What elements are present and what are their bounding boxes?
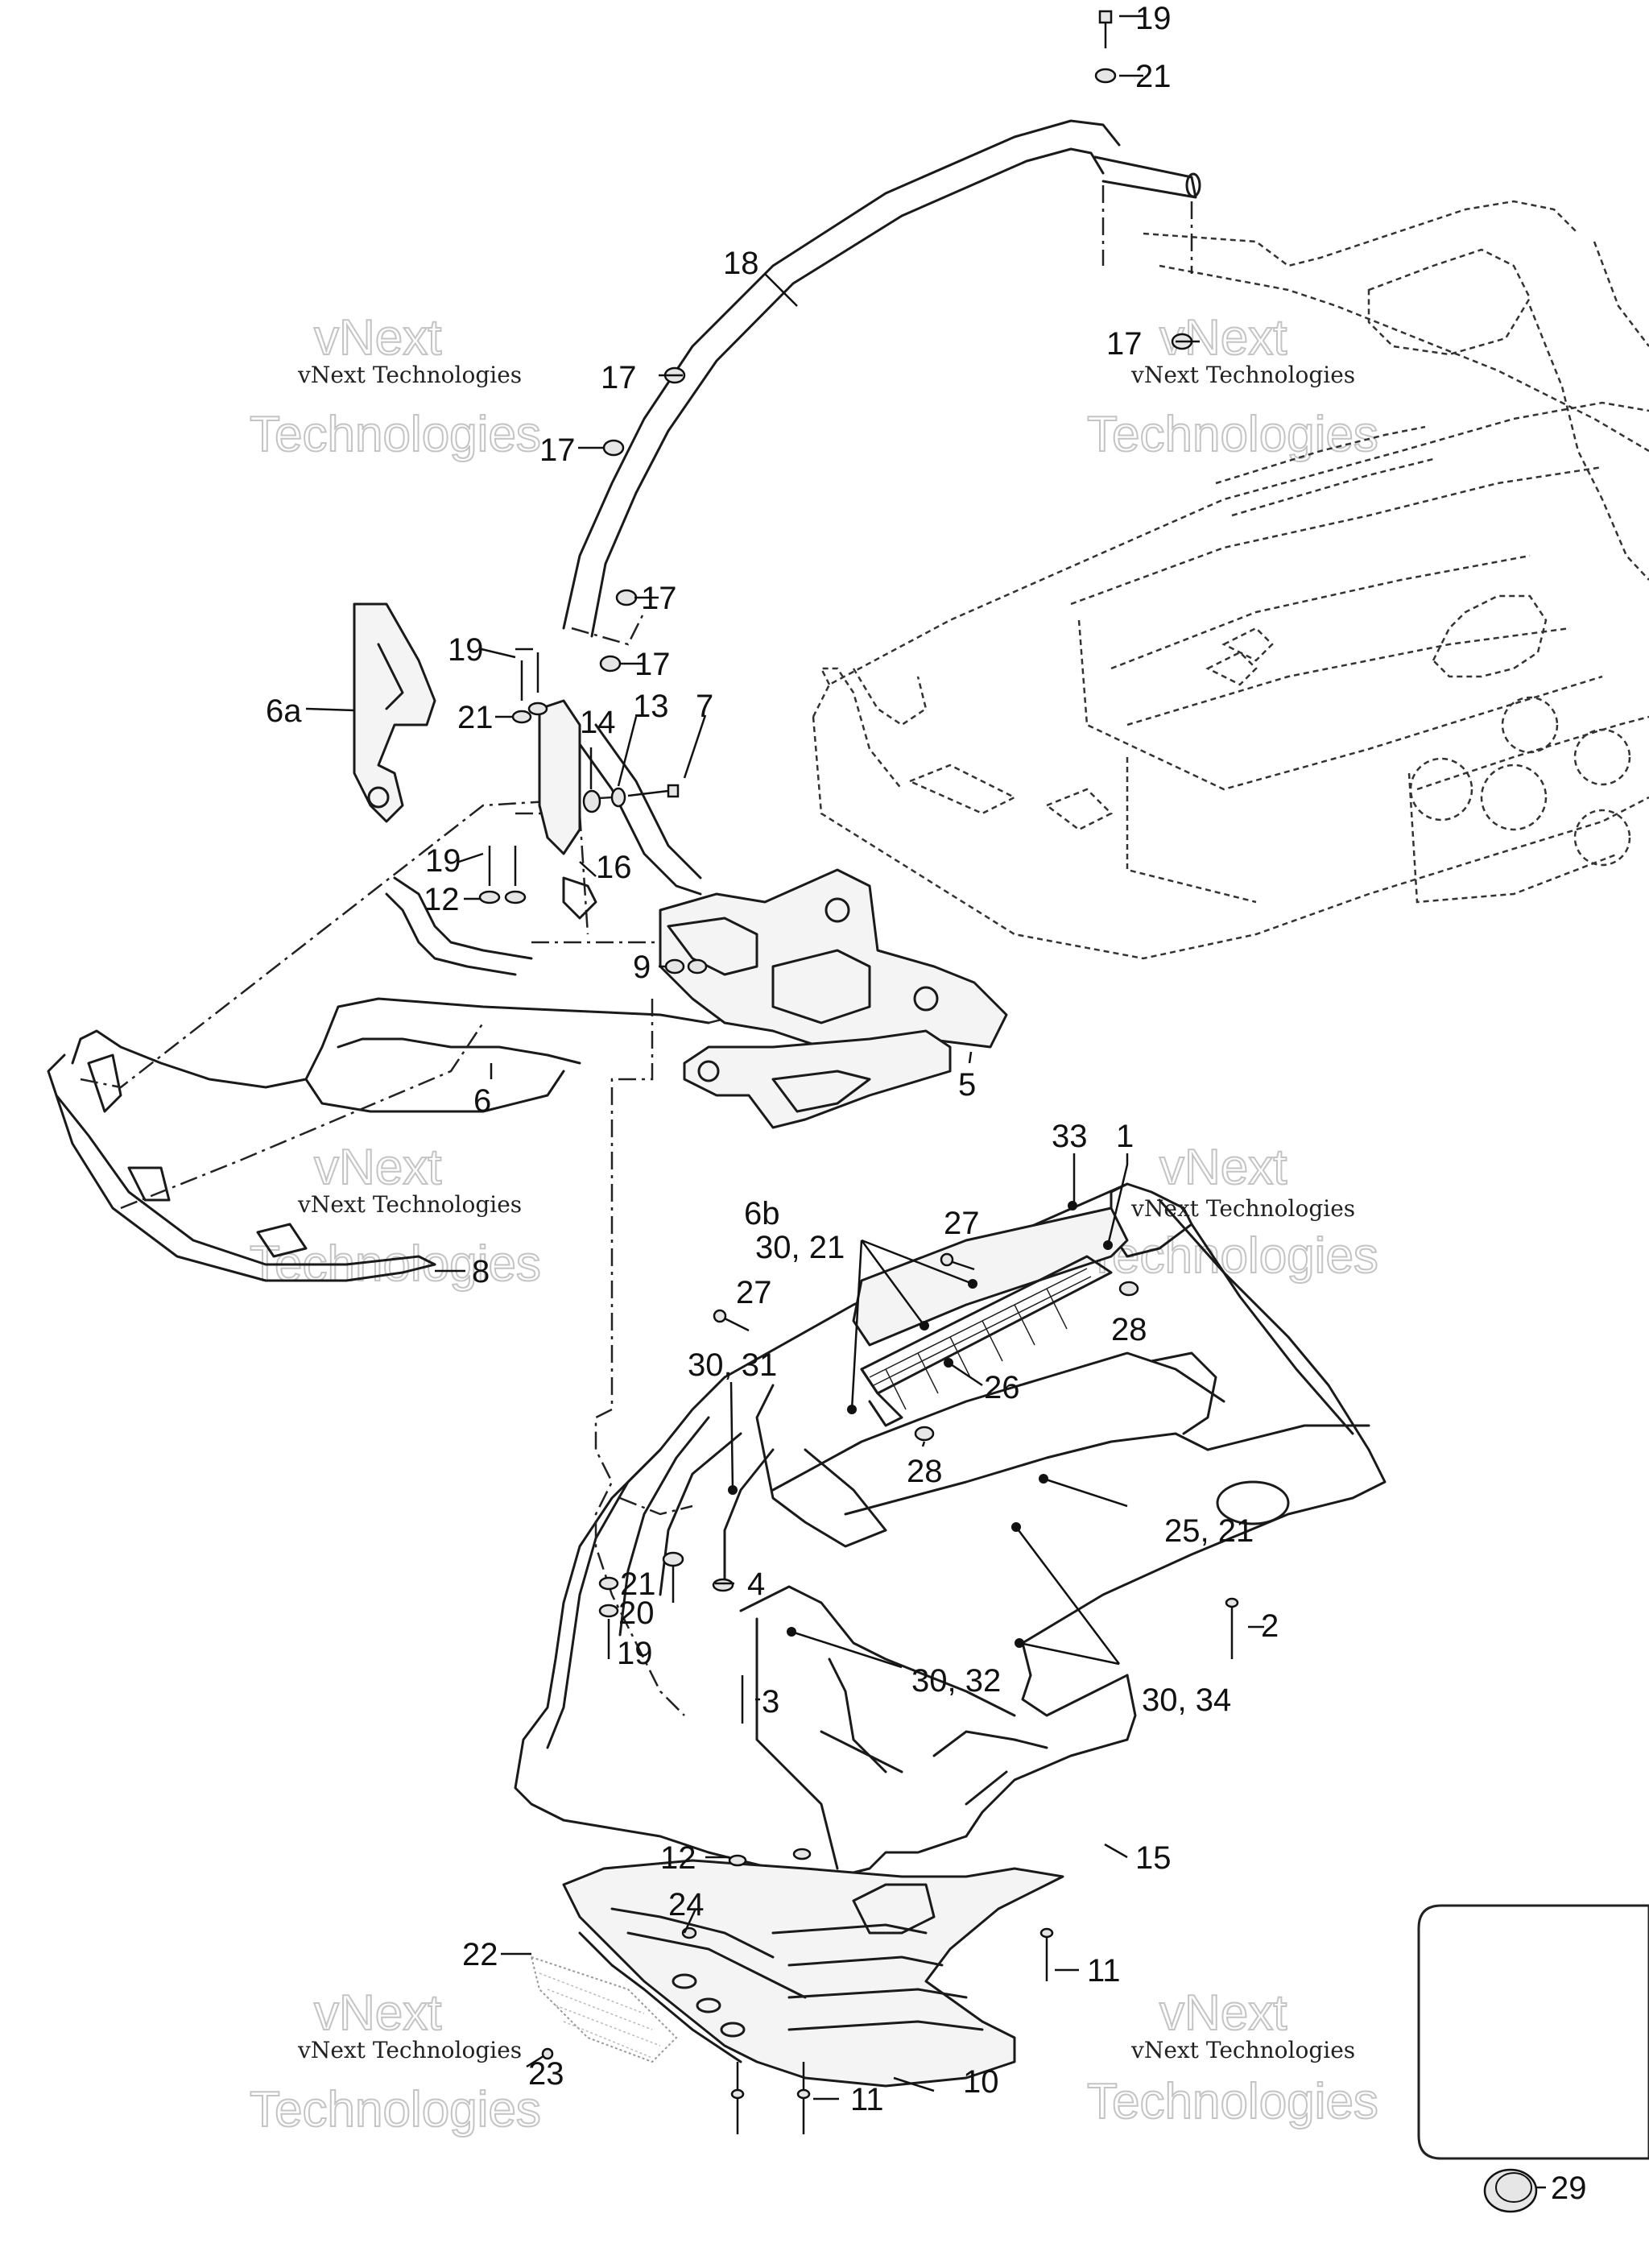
belly-pan-1 [514,999,1387,1878]
callout-11-a: 11 [1087,1953,1121,1989]
bumper-assembly [47,602,1008,1282]
svg-text:Technologies: Technologies [1087,407,1378,462]
svg-text:vNext: vNext [1159,1985,1287,2041]
callout-30-21: 30, 21 [755,1230,845,1265]
callout-15: 15 [1135,1840,1172,1876]
vent-mesh-26 [869,1268,1092,1410]
callout-18: 18 [723,246,759,281]
svg-text:vNext: vNext [314,310,441,366]
callout-13: 13 [633,689,669,724]
svg-text:vNext Technologies: vNext Technologies [297,2037,522,2063]
callout-14: 14 [580,705,616,740]
callout-19-b: 19 [425,843,461,879]
upper-tube-18 [562,119,1201,646]
callout-12-a: 12 [424,882,460,917]
callout-26: 26 [984,1370,1020,1405]
callout-20: 20 [618,1595,655,1631]
watermark-bottom-right: vNext Technologies vNext Technologies [1086,1984,1379,2130]
callout-17-b: 17 [539,432,576,468]
callout-33: 33 [1052,1119,1088,1154]
inset-box-29: 29 [1417,1904,1649,2213]
callout-2: 2 [1261,1608,1279,1644]
svg-text:vNext: vNext [314,1985,441,2041]
callout-7: 7 [696,689,713,724]
callout-17-c: 17 [641,581,677,616]
callout-17-a: 17 [601,360,637,395]
watermark-mid-left: vNext Technologies vNext Technologies [249,1139,542,1293]
svg-text:vNext Technologies: vNext Technologies [297,1191,522,1218]
callout-17-d: 17 [634,647,671,682]
callout-11-b: 11 [850,2082,884,2117]
callout-28-a: 28 [1111,1312,1147,1347]
callout-12-b: 12 [660,1840,696,1876]
callout-1: 1 [1116,1119,1134,1154]
callout-30-32: 30, 32 [911,1663,1001,1699]
chassis-frame [812,200,1649,960]
callout-5: 5 [958,1067,976,1103]
callout-10: 10 [963,2064,999,2100]
svg-text:Technologies: Technologies [1087,2074,1378,2129]
callout-4: 4 [747,1566,765,1602]
callout-6b: 6b [744,1196,780,1231]
hardware [478,10,1239,2134]
callout-21-a: 21 [457,700,494,735]
callout-29: 29 [1551,2171,1587,2206]
grille-22 [530,1956,678,2063]
callout-28-b: 28 [907,1454,943,1489]
svg-text:vNext Technologies: vNext Technologies [297,362,522,388]
svg-text:vNext Technologies: vNext Technologies [1130,2037,1355,2063]
callout-22: 22 [462,1937,498,1972]
watermark-bottom-left: vNext Technologies vNext Technologies [249,1984,542,2138]
callout-25-21: 25, 21 [1164,1513,1254,1549]
svg-text:Technologies: Technologies [1087,1228,1378,1284]
callout-labels: 19 21 18 17 17 17 17 17 19 6a 21 14 13 7… [266,1,1279,2117]
svg-text:vNext: vNext [314,1140,441,1195]
callout-30-31: 30, 31 [688,1347,777,1383]
callout-27-b: 27 [736,1275,772,1310]
watermark-mid-right: vNext Technologies vNext Technologies [1086,1139,1379,1285]
svg-text:vNext Technologies: vNext Technologies [1130,362,1355,388]
callout-21-b: 21 [620,1566,656,1602]
callout-8: 8 [472,1254,490,1289]
callout-19-top: 19 [1135,1,1172,36]
callout-19-c: 19 [617,1636,653,1671]
callout-16: 16 [596,850,632,885]
skid-plate-10 [562,1859,1064,2088]
plug-29-icon [1483,2168,1538,2213]
callout-21-top: 21 [1135,59,1172,94]
leader-lines [305,14,1546,2189]
svg-text:Technologies: Technologies [250,2082,541,2138]
callout-6a: 6a [266,693,302,729]
svg-text:Technologies: Technologies [250,407,541,462]
callout-27-a: 27 [944,1206,980,1241]
callout-17-right: 17 [1106,326,1143,362]
callout-23: 23 [528,2056,564,2092]
callout-19-a: 19 [448,632,484,668]
callout-6: 6 [473,1083,491,1119]
callout-30-34: 30, 34 [1142,1682,1231,1718]
callout-9: 9 [633,950,651,985]
callout-3: 3 [762,1684,779,1720]
callout-24: 24 [668,1887,705,1922]
watermark-top-left: vNext Technologies vNext Technologies [249,309,542,463]
svg-text:vNext: vNext [1159,1140,1287,1195]
watermark-top-right: vNext Technologies vNext Technologies [1086,309,1379,463]
